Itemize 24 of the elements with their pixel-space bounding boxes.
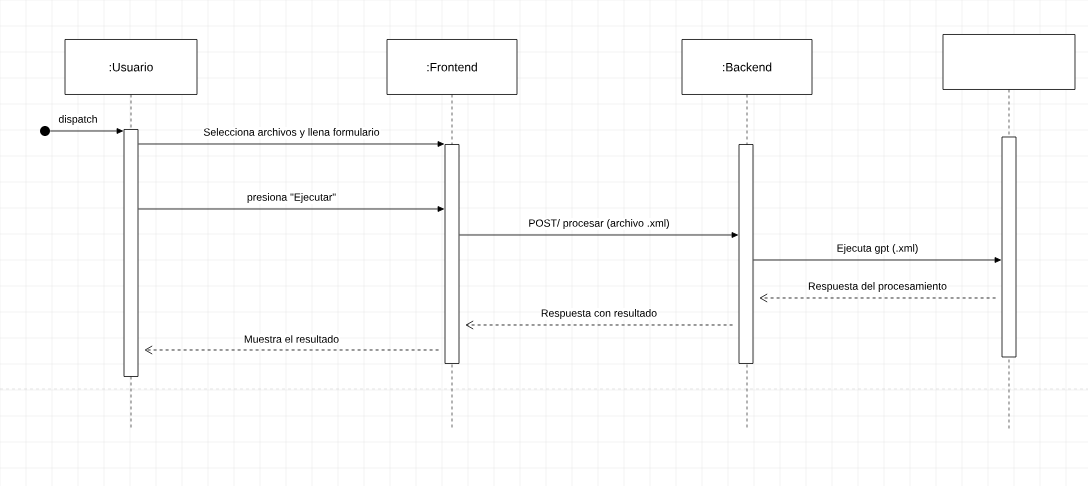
edge-label: Selecciona archivos y llena formulario: [202, 127, 381, 139]
participant-box: :Usuario: [64, 39, 198, 95]
activation-bar: [123, 129, 139, 377]
edge-label: Muestra el resultado: [242, 334, 341, 344]
edge-label: Respuesta del procesamiento: [807, 281, 948, 293]
participant-box: :Frontend: [386, 39, 518, 95]
arrow: [465, 320, 733, 330]
arrow: [459, 232, 738, 238]
activation-bar: [444, 144, 460, 364]
arrow: [759, 293, 996, 303]
edge-label: Respuesta con resultado: [539, 308, 659, 320]
edge-label: dispatch: [57, 114, 99, 126]
arrow: [753, 257, 1001, 263]
edge-label: POST/ procesar (archivo .xml): [527, 218, 671, 230]
participant-box: [942, 34, 1076, 90]
arrow: [138, 206, 444, 212]
activation-bar: [1001, 136, 1017, 358]
arrow: [144, 345, 439, 355]
edge-label: presiona "Ejecutar": [245, 192, 338, 204]
activation-bar: [738, 144, 754, 364]
arrow: [49, 128, 123, 134]
participant-box: :Backend: [681, 39, 813, 95]
arrow: [138, 141, 444, 147]
edge-label: Ejecuta gpt (.xml): [835, 243, 920, 255]
